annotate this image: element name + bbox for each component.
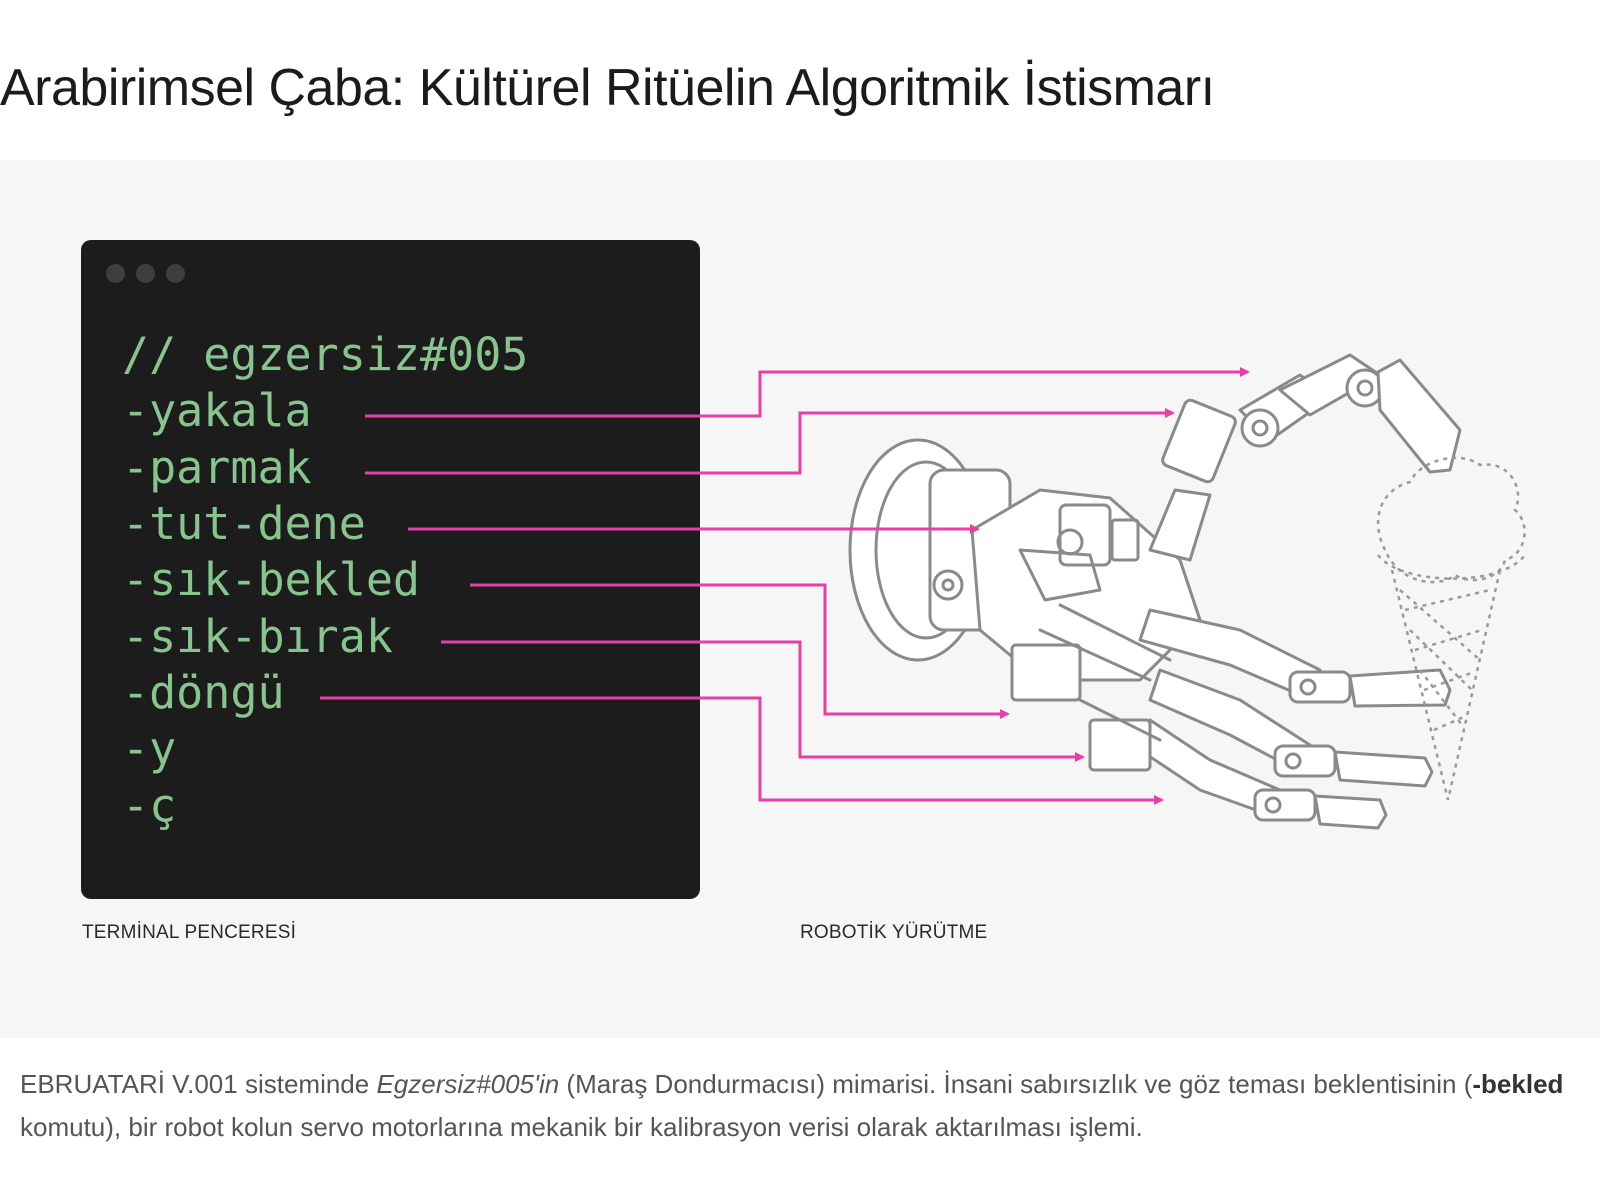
robot-thumb-joint-2-inner xyxy=(1356,379,1374,397)
arrow-sik-bekled xyxy=(470,583,1010,719)
ice-cream-cone-grid-b xyxy=(1399,589,1481,726)
description-part-2: (Maraş Dondurmacısı) mimarisi. İnsani sa… xyxy=(559,1069,1473,1099)
arrow-dongu xyxy=(320,696,1164,805)
code-command-tut-dene: -tut-dene xyxy=(122,497,366,550)
arrow-parmak xyxy=(365,408,1175,475)
robot-wrist-screen xyxy=(1110,518,1140,562)
page-title: Arabirimsel Çaba: Kültürel Ritüelin Algo… xyxy=(0,59,1215,117)
command-connectors xyxy=(320,367,1250,805)
ice-cream-scoop xyxy=(1376,456,1526,584)
diagram-figure: // egzersiz#005 -yakala -parmak -tut-den… xyxy=(0,160,1600,1038)
robot-base-bolt-center xyxy=(941,578,955,592)
code-command-y: -y xyxy=(122,722,177,775)
code-command-sik-bekled: -sık-bekled xyxy=(122,553,421,606)
robot-finger-1 xyxy=(1138,608,1452,708)
ice-cream-cone-grid-a xyxy=(1404,588,1491,732)
window-dot-2 xyxy=(136,264,155,283)
robot-wrist-pivot xyxy=(1056,528,1084,556)
ice-cream-cone-icon xyxy=(1376,456,1526,801)
robot-arm-strut xyxy=(1038,603,1172,742)
arrow-yakala xyxy=(365,367,1250,418)
ice-cream-cone-body xyxy=(1390,569,1502,801)
robot-thumb-joint-1-inner xyxy=(1251,419,1269,437)
robotic-arm-holding-ice-cream-cone-icon xyxy=(848,353,1462,830)
terminal-window: // egzersiz#005 -yakala -parmak -tut-den… xyxy=(81,240,700,899)
terminal-label: TERMİNAL PENCERESİ xyxy=(82,922,297,943)
description-emphasis: Egzersiz#005'in xyxy=(376,1069,560,1099)
arrow-sik-birak xyxy=(441,640,1085,762)
code-command-sik-birak: -sık-bırak xyxy=(122,610,393,663)
robot-diagram xyxy=(320,353,1526,830)
robot-servo-2 xyxy=(1088,718,1152,772)
robot-finger-3 xyxy=(1138,718,1388,830)
figure-description: EBRUATARİ V.001 sisteminde Egzersiz#005'… xyxy=(20,1063,1580,1149)
robot-thumb-base xyxy=(1148,488,1212,562)
code-command-yakala: -yakala xyxy=(122,384,312,437)
robot-thumb-joint-1 xyxy=(1240,408,1280,448)
robot-label: ROBOTİK YÜRÜTME xyxy=(800,922,988,943)
code-command-c: -ç xyxy=(122,779,177,832)
robot-thumb-tip xyxy=(1376,358,1462,474)
description-part-3: komutu), bir robot kolun servo motorları… xyxy=(20,1112,1143,1142)
window-dot-1 xyxy=(106,264,125,283)
window-dot-3 xyxy=(166,264,185,283)
ice-cream-scoop-lower xyxy=(1376,554,1526,580)
robot-servo-1 xyxy=(1010,643,1082,702)
robot-thumb-servo xyxy=(1161,398,1237,484)
code-command-parmak: -parmak xyxy=(122,441,312,494)
robot-finger-2 xyxy=(1148,668,1434,788)
robot-base-bolt xyxy=(932,569,964,601)
description-command: -bekled xyxy=(1472,1069,1564,1099)
description-part-1: EBRUATARİ V.001 sisteminde xyxy=(20,1069,377,1099)
code-command-dongu: -döngü xyxy=(122,666,285,719)
code-comment-line: // egzersiz#005 xyxy=(122,328,529,381)
